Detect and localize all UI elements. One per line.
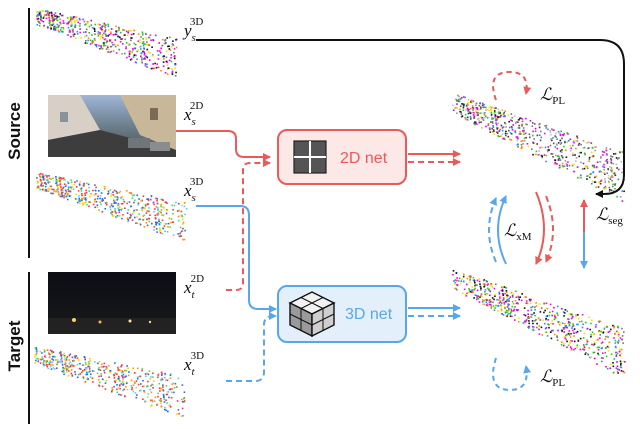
xm-arrows <box>488 191 554 265</box>
net-2d-box: 2D net <box>277 129 407 185</box>
arrows-3d-path <box>196 205 461 382</box>
net-3d-label: 3D net <box>345 306 393 323</box>
net-3d-box: 3D net <box>277 285 407 343</box>
loss-xm: ℒxM <box>504 221 532 243</box>
source-day-image <box>48 95 176 157</box>
top-output-pointcloud <box>452 94 625 202</box>
label-xs3d: xs3D <box>183 176 203 204</box>
net-2d-label: 2D net <box>340 150 388 167</box>
arrows-2d-path <box>176 130 461 291</box>
source-label-pointcloud <box>36 9 178 77</box>
loss-seg: ℒseg <box>596 205 623 227</box>
source-label: Source <box>5 102 24 160</box>
target-input-pointcloud <box>34 347 186 417</box>
loss-pl-bottom: ℒPL <box>540 367 565 389</box>
target-label: Target <box>5 320 24 371</box>
label-xt2d: xt2D <box>183 273 204 301</box>
source-input-pointcloud <box>36 172 188 241</box>
pl-top-loop <box>492 70 532 101</box>
pl-bottom-loop <box>492 357 532 392</box>
loss-pl-top: ℒPL <box>540 85 565 107</box>
bottom-output-pointcloud <box>452 270 626 374</box>
label-ys3d: ys3D <box>182 16 203 44</box>
label-xs2d: xs2D <box>183 100 203 128</box>
cube-icon <box>288 291 336 338</box>
grid-icon <box>293 140 327 174</box>
supervision-arrow <box>196 39 625 198</box>
target-night-image <box>48 272 176 334</box>
label-xt3d: xt3D <box>183 350 204 378</box>
